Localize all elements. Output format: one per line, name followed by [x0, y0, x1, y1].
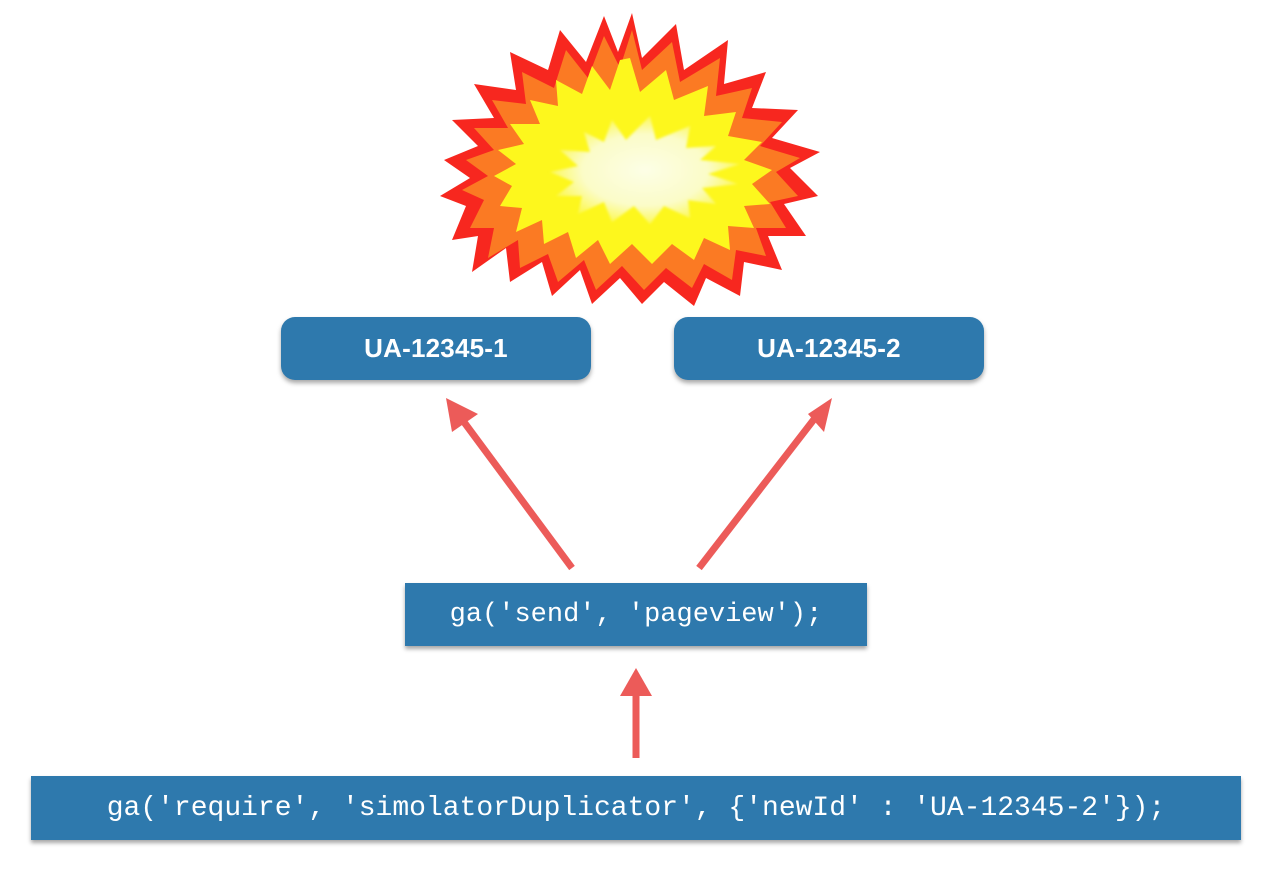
property-box-ua1: UA-12345-1 — [281, 317, 591, 380]
send-pageview-code: ga('send', 'pageview'); — [449, 599, 823, 630]
arrow-require-to-send — [620, 668, 652, 758]
explosion-core — [550, 116, 740, 224]
arrow-send-to-ua1-head — [446, 398, 478, 432]
property-box-ua2: UA-12345-2 — [674, 317, 984, 380]
property-label-ua1: UA-12345-1 — [364, 333, 508, 363]
arrow-require-to-send-head — [620, 668, 652, 696]
arrow-send-to-ua2-head — [808, 398, 832, 432]
require-plugin-code-box: ga('require', 'simolatorDuplicator', {'n… — [31, 776, 1241, 840]
require-plugin-code: ga('require', 'simolatorDuplicator', {'n… — [106, 792, 1166, 824]
send-pageview-code-box: ga('send', 'pageview'); — [405, 583, 867, 646]
arrow-send-to-ua1-shaft — [458, 415, 575, 571]
arrow-send-to-ua2-shaft — [696, 415, 818, 571]
explosion-icon — [440, 13, 820, 306]
arrow-send-to-ua2 — [696, 398, 832, 571]
arrow-send-to-ua1 — [446, 398, 575, 571]
property-label-ua2: UA-12345-2 — [757, 333, 901, 363]
